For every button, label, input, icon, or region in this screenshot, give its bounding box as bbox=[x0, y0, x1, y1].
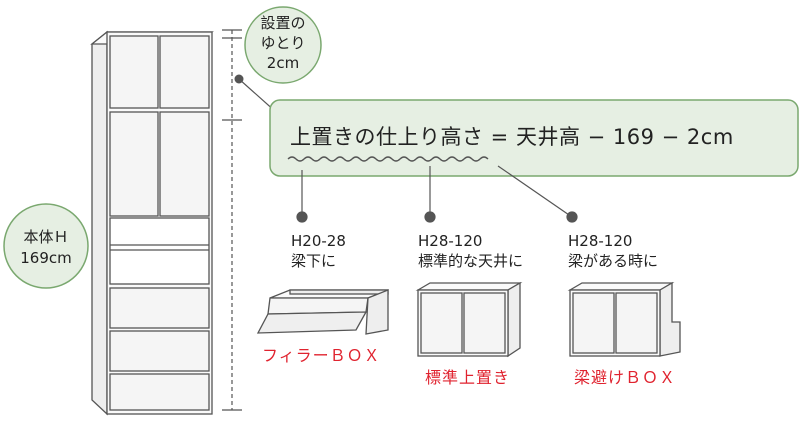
body-height-line2: 169cm bbox=[20, 249, 72, 267]
standard-range: H28-120 bbox=[418, 232, 483, 250]
middle-left-door bbox=[109, 111, 159, 217]
clearance-line3: 2cm bbox=[266, 54, 300, 72]
standard-desc: 標準的な天井に bbox=[418, 252, 524, 270]
body-height-line1: 本体Ｈ bbox=[23, 228, 69, 246]
beam-name: 梁避けＢＯＸ bbox=[574, 368, 677, 387]
drawer-1 bbox=[109, 287, 210, 329]
beam-range: H28-120 bbox=[568, 232, 633, 250]
filler-box-illustration bbox=[256, 289, 389, 335]
filler-range: H20-28 bbox=[291, 232, 346, 250]
standard-name: 標準上置き bbox=[425, 368, 511, 387]
beam-box-illustration bbox=[567, 281, 681, 357]
middle-right-door bbox=[159, 111, 210, 217]
upper-right-door bbox=[159, 35, 210, 109]
clearance-line2: ゆとり bbox=[260, 34, 306, 52]
filler-desc: 梁下に bbox=[291, 252, 337, 270]
drawer-3 bbox=[109, 373, 210, 411]
height-dimension bbox=[222, 29, 242, 411]
clearance-bubble bbox=[244, 6, 322, 84]
standard-top-illustration bbox=[415, 281, 523, 358]
beam-desc: 梁がある時に bbox=[568, 252, 659, 270]
drawer-2 bbox=[109, 330, 210, 372]
tall-cabinet bbox=[90, 30, 214, 416]
upper-left-door bbox=[109, 35, 159, 109]
branch-connectors bbox=[296, 165, 578, 223]
formula-text: 上置きの仕上り高さ = 天井高 − 169 − 2cm bbox=[290, 125, 734, 149]
body-height-bubble bbox=[3, 203, 89, 289]
formula-wavy-underline bbox=[287, 156, 489, 162]
clearance-line1: 設置の bbox=[260, 14, 306, 32]
open-niche bbox=[109, 217, 210, 285]
cabinet-side bbox=[91, 30, 108, 416]
filler-name: フィラーＢＯＸ bbox=[262, 346, 381, 365]
